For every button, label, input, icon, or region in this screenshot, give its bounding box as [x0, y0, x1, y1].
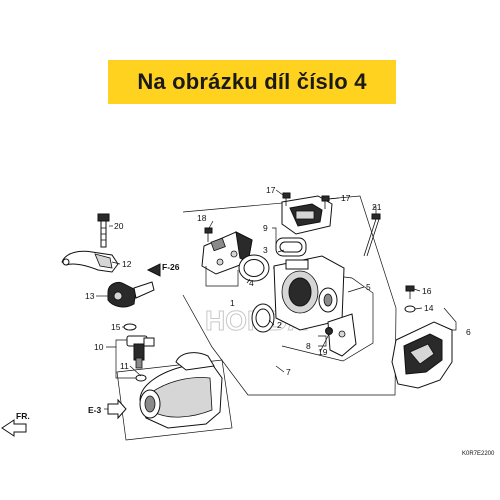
seal-3	[275, 237, 307, 257]
front-arrow	[1, 419, 27, 437]
f26-arrow	[146, 263, 161, 277]
leader-lines	[96, 189, 457, 410]
cover-6	[391, 321, 453, 389]
throttle-body	[273, 255, 345, 331]
gasket-2	[251, 303, 275, 333]
label-part-18: 18	[197, 213, 207, 223]
banner-background	[108, 60, 396, 104]
screw-16	[405, 285, 415, 299]
label-part-12: 12	[122, 259, 132, 269]
bracket-12	[61, 250, 119, 273]
label-part-15: 15	[111, 322, 121, 332]
label-part-21: 21	[372, 202, 382, 212]
screw-18	[204, 227, 213, 242]
label-part-3: 3	[263, 245, 268, 255]
screw-19	[325, 327, 333, 335]
screw-17a	[282, 192, 291, 206]
label-part-14: 14	[424, 303, 434, 313]
intake-manifold	[139, 352, 223, 429]
sensor-cover-9	[281, 195, 333, 235]
reference-arrows	[1, 263, 161, 437]
label-ref-e3: E-3	[88, 405, 102, 415]
label-part-20: 20	[114, 221, 124, 231]
bolt-20	[97, 213, 110, 248]
label-ref-f26: F-26	[162, 262, 180, 272]
label-part-13: 13	[85, 291, 95, 301]
label-part-7: 7	[286, 367, 291, 377]
label-part-5: 5	[366, 282, 371, 292]
sensor-13	[107, 281, 155, 308]
o-ring-15	[123, 323, 137, 331]
label-part-10: 10	[94, 342, 104, 352]
bracket-5	[327, 313, 357, 357]
diagram-code: K0R7E2200	[462, 451, 495, 457]
screw-17b	[321, 195, 330, 209]
label-part-4: 4	[249, 278, 254, 288]
washer-14	[404, 305, 416, 313]
label-part-17a: 17	[266, 185, 276, 195]
label-front: FR.	[16, 411, 30, 421]
injector-10	[126, 335, 155, 369]
label-part-9: 9	[263, 223, 268, 233]
label-part-11: 11	[120, 361, 129, 371]
label-part-17b: 17	[341, 193, 351, 203]
label-part-2: 2	[277, 320, 282, 330]
label-part-19: 19	[318, 347, 328, 357]
label-part-1: 1	[230, 298, 235, 308]
label-part-6: 6	[466, 327, 471, 337]
e3-arrow	[107, 398, 127, 420]
gasket-4	[238, 254, 270, 282]
bolt-21	[363, 213, 381, 257]
label-part-16: 16	[422, 286, 432, 296]
part-number-banner: Na obrázku díl číslo 4	[137, 69, 367, 94]
label-part-8: 8	[306, 341, 311, 351]
